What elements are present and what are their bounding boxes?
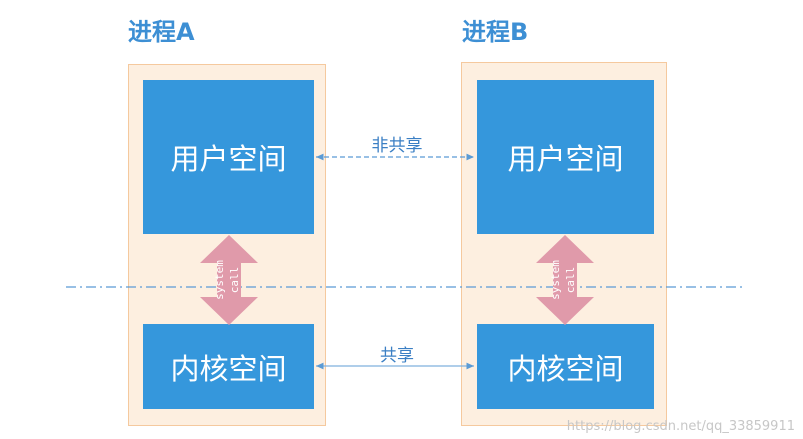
process-a-kernel-space: 内核空间 <box>143 324 314 409</box>
process-b-syscall-arrow: system call <box>536 235 594 325</box>
process-a-title: 进程A <box>128 18 195 46</box>
process-a-syscall-line2: call <box>228 267 241 294</box>
shared-label: 共享 <box>380 346 414 366</box>
process-b-user-space: 用户空间 <box>477 80 654 234</box>
process-a-syscall-arrow: system call <box>200 235 258 325</box>
process-a-user-space: 用户空间 <box>143 80 314 234</box>
process-b-title: 进程B <box>462 18 529 46</box>
process-b-kernel-space: 内核空间 <box>477 324 654 409</box>
process-b-syscall-line2: call <box>564 267 577 294</box>
watermark: https://blog.csdn.net/qq_33859911 <box>566 419 795 434</box>
process-a-syscall-line1: system <box>213 260 226 300</box>
non-shared-label: 非共享 <box>371 136 423 156</box>
process-b-syscall-line1: system <box>549 260 562 300</box>
